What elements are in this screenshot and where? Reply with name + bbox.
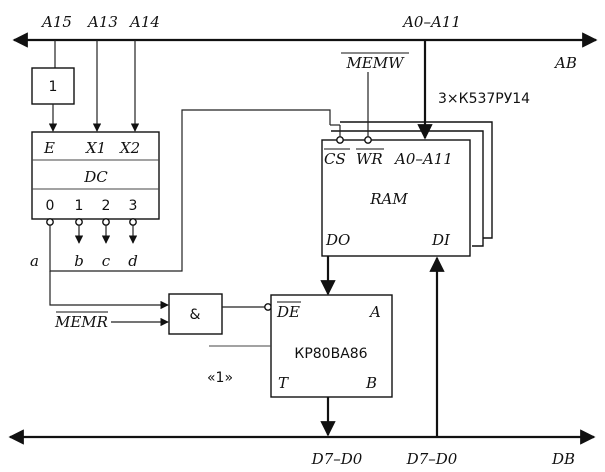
a13-label: A13 — [86, 13, 118, 31]
ram-wr-label: WR — [356, 150, 383, 168]
a15-label: A15 — [40, 13, 72, 31]
decoder-title: DC — [83, 168, 108, 186]
cs-bubble — [336, 136, 344, 144]
a14-label: A14 — [128, 13, 160, 31]
data-tap-left-label: D7–D0 — [311, 450, 363, 468]
transceiver-b-label: B — [365, 374, 377, 392]
transceiver-name: КР80ВА86 — [294, 346, 367, 362]
de-bubble — [264, 303, 272, 311]
transceiver-a-label: A — [368, 303, 381, 321]
ram-do-label: DO — [325, 231, 350, 249]
address-bus-label: AB — [553, 54, 577, 72]
data-bus-label: DB — [551, 450, 575, 468]
decoder-x2-label: X2 — [119, 139, 140, 157]
decoder-out-0: 0 — [46, 198, 55, 214]
and-gate-box — [168, 293, 223, 335]
wr-bubble — [364, 136, 372, 144]
address-tap-label: A0–A11 — [401, 13, 461, 31]
inverter-label: 1 — [49, 79, 58, 95]
decoder-out-2: 2 — [102, 198, 111, 214]
ram-addr-label: A0–A11 — [393, 150, 453, 168]
select-to-and-wire — [49, 271, 169, 310]
decoder-x1-label: X1 — [85, 139, 106, 157]
ram-chip-front — [321, 139, 471, 257]
decoder-out-1: 1 — [75, 198, 84, 214]
select-to-cs-wire — [49, 109, 331, 272]
decoder-box — [31, 131, 160, 220]
memw-label: MEMW — [345, 54, 405, 72]
ram-di-label: DI — [431, 231, 451, 249]
transceiver-box — [270, 294, 393, 398]
ram-cs-label: CS — [324, 150, 346, 168]
transceiver-de-label: DE — [276, 303, 300, 321]
inverter-box — [31, 67, 75, 105]
out-d-label: d — [128, 252, 138, 270]
out-b-label: b — [74, 252, 84, 270]
ram-count-label: 3×К537РУ14 — [438, 91, 530, 107]
out-a-label: a — [30, 252, 39, 270]
decoder-out-3: 3 — [129, 198, 138, 214]
decoder-out-0-bubble — [46, 218, 54, 226]
ram-title: RAM — [369, 190, 408, 208]
transceiver-t-label: T — [278, 374, 289, 392]
tie-marker: «1» — [207, 370, 233, 386]
out-c-label: c — [102, 252, 111, 270]
decoder-enable-label: E — [43, 139, 55, 157]
data-tap-right-label: D7–D0 — [406, 450, 458, 468]
memr-label: MEMR — [54, 313, 108, 331]
and-gate-label: & — [190, 307, 201, 323]
